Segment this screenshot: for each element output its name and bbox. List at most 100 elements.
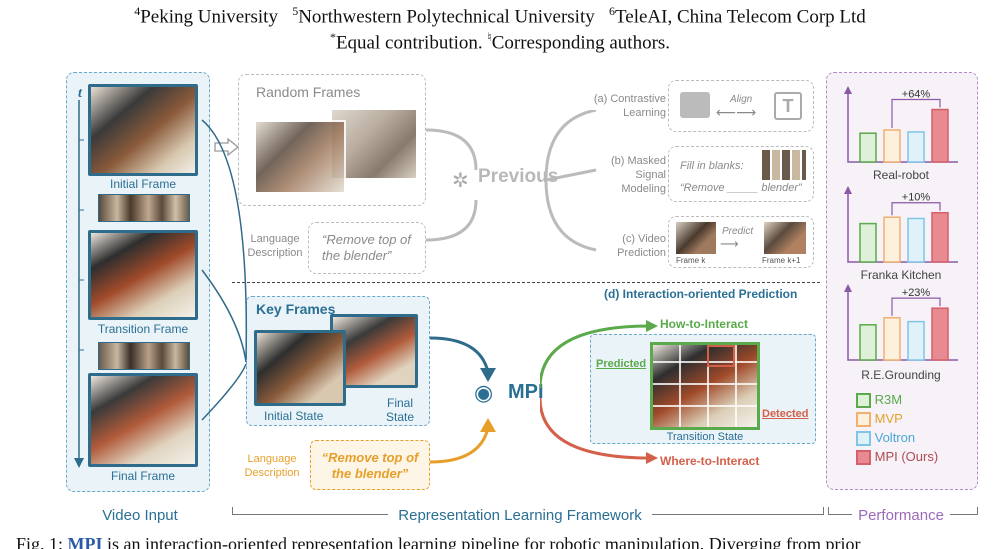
legend-label: Voltron [874,430,916,446]
to-random-arrow [214,138,240,156]
performance-legend: R3M MVP Voltron MPI (Ours) [856,392,939,466]
bar-voltron [907,320,925,361]
improvement-label: +23% [902,287,931,299]
video-prediction-label: (c) Video Prediction [617,233,666,259]
time-axis-arrow [74,100,84,468]
corresponding-text: Corresponding authors. [491,32,671,54]
random-frames-panel [238,74,426,206]
bar-r3m [859,324,877,361]
chart-real-robot: +64% [842,86,960,166]
affiliations-line: 4Peking University 5Northwestern Polytec… [0,4,1000,28]
improvement-bracket [891,297,941,316]
align-label: Align [730,94,753,105]
video-prediction-box [668,216,814,268]
initial-state-image [254,330,346,406]
bar-mvp [883,317,901,361]
random-frame-1 [254,120,346,194]
bar-chart-svg: +23% [844,284,958,361]
mpi-input-arrows [429,336,496,464]
predicted-label: Predicted [596,358,647,370]
interaction-prediction-label: (d) Interaction-oriented Prediction [604,287,798,301]
detected-label: Detected [762,408,809,420]
transition-frame-label: Transition Frame [97,322,189,336]
frames-strip-2 [98,342,190,370]
video-input-section-label: Video Input [68,507,212,524]
equal-contribution-text: Equal contribution. [335,32,483,54]
bar-voltron [907,217,925,263]
bar-mpi-ours- [931,307,949,361]
performance-section-text: Performance [852,507,950,524]
frame-k-image [676,222,716,254]
transition-state-image [650,342,760,430]
masked-patches-image [762,150,806,180]
axis-arrow-icon [844,86,852,94]
legend-item-mvp: MVP [856,411,938,428]
legend-swatch [856,431,871,447]
previous-flow-arrows [426,110,597,252]
performance-section-label: Performance [836,507,966,524]
affiliation-superscript: 4 [134,4,141,18]
transition-state-label: Transition State [666,431,744,443]
caption-mpi-link[interactable]: MPI [67,534,103,549]
mpi-hub-label: MPI [508,381,544,403]
initial-frame-label: Initial Frame [109,177,177,191]
figure-caption: Fig. 1: MPI is an interaction-oriented r… [16,534,996,549]
affiliation-superscript: 5 [292,4,299,18]
legend-label: MVP [874,411,903,427]
language-description-text-prev: “Remove top of the blender” [322,232,411,263]
bar-r3m [859,222,877,263]
key-frames-title: Key Frames [256,301,336,317]
language-description-box-mpi [310,440,430,490]
bar-mvp [883,129,901,163]
improvement-bracket [891,202,941,216]
text-icon: T [774,92,802,120]
mpi-output-arrows [540,320,658,464]
previous-hub-label: Previous [478,166,559,187]
masked-signal-label: (b) Masked Signal Modeling [610,155,666,195]
align-arrow-icon: ⟵⟶ [716,104,757,120]
affiliation-nwpu: Northwestern Polytechnical University [298,6,595,28]
corresponding-mark: ♮ [487,30,492,44]
legend-swatch [856,412,871,428]
bar-chart-svg: +10% [844,186,958,263]
section-divider [232,282,820,283]
legend-label: MPI (Ours) [874,449,939,465]
final-frame-image [88,373,198,467]
chart-franka-kitchen: +10% [842,186,960,266]
how-to-interact-label: How-to-Interact [660,317,748,331]
language-description-label-prev: Language Description [247,233,303,259]
masked-text: “Remove _____ blender” [680,182,802,194]
random-frames-title: Random Frames [256,84,361,100]
bar-r3m [859,132,877,163]
caption-prefix: Fig. 1: [16,534,64,549]
affiliation-peking: Peking University [140,6,278,28]
image-icon [680,92,710,118]
chart-franka-kitchen-title: Franka Kitchen [860,268,942,282]
contrastive-learning-box [668,80,814,132]
transition-frame-image [88,230,198,320]
axis-arrow-icon [844,284,852,292]
improvement-bracket [891,98,941,128]
eye-icon: ◉ [474,380,494,405]
fill-in-blanks-label: Fill in blanks: [680,160,744,172]
legend-swatch [856,393,871,409]
final-state-label: Final State [385,396,415,424]
affiliation-superscript: 6 [609,4,615,18]
bar-mpi-ours- [931,108,949,163]
predict-label: Predict [722,226,754,237]
legend-label: R3M [874,392,903,407]
language-description-text-mpi: “Remove top of the blender” [321,450,419,481]
where-to-interact-label: Where-to-Interact [660,454,760,468]
video-to-frames-lines [201,119,248,421]
contrastive-learning-label: (a) Contrastive Learning [593,93,666,119]
performance-panel [826,72,978,490]
legend-swatch [856,450,871,466]
initial-state-label: Initial State [264,409,324,423]
language-description-label-mpi: Language Description [244,453,300,479]
chart-re-grounding: +23% [842,284,960,364]
frame-k1-image [764,222,806,254]
frames-strip-1 [98,194,190,222]
bar-voltron [907,131,925,163]
legend-item-voltron: Voltron [856,430,938,447]
affiliation-teleai: TeleAI, China Telecom Corp Ltd [615,6,866,28]
